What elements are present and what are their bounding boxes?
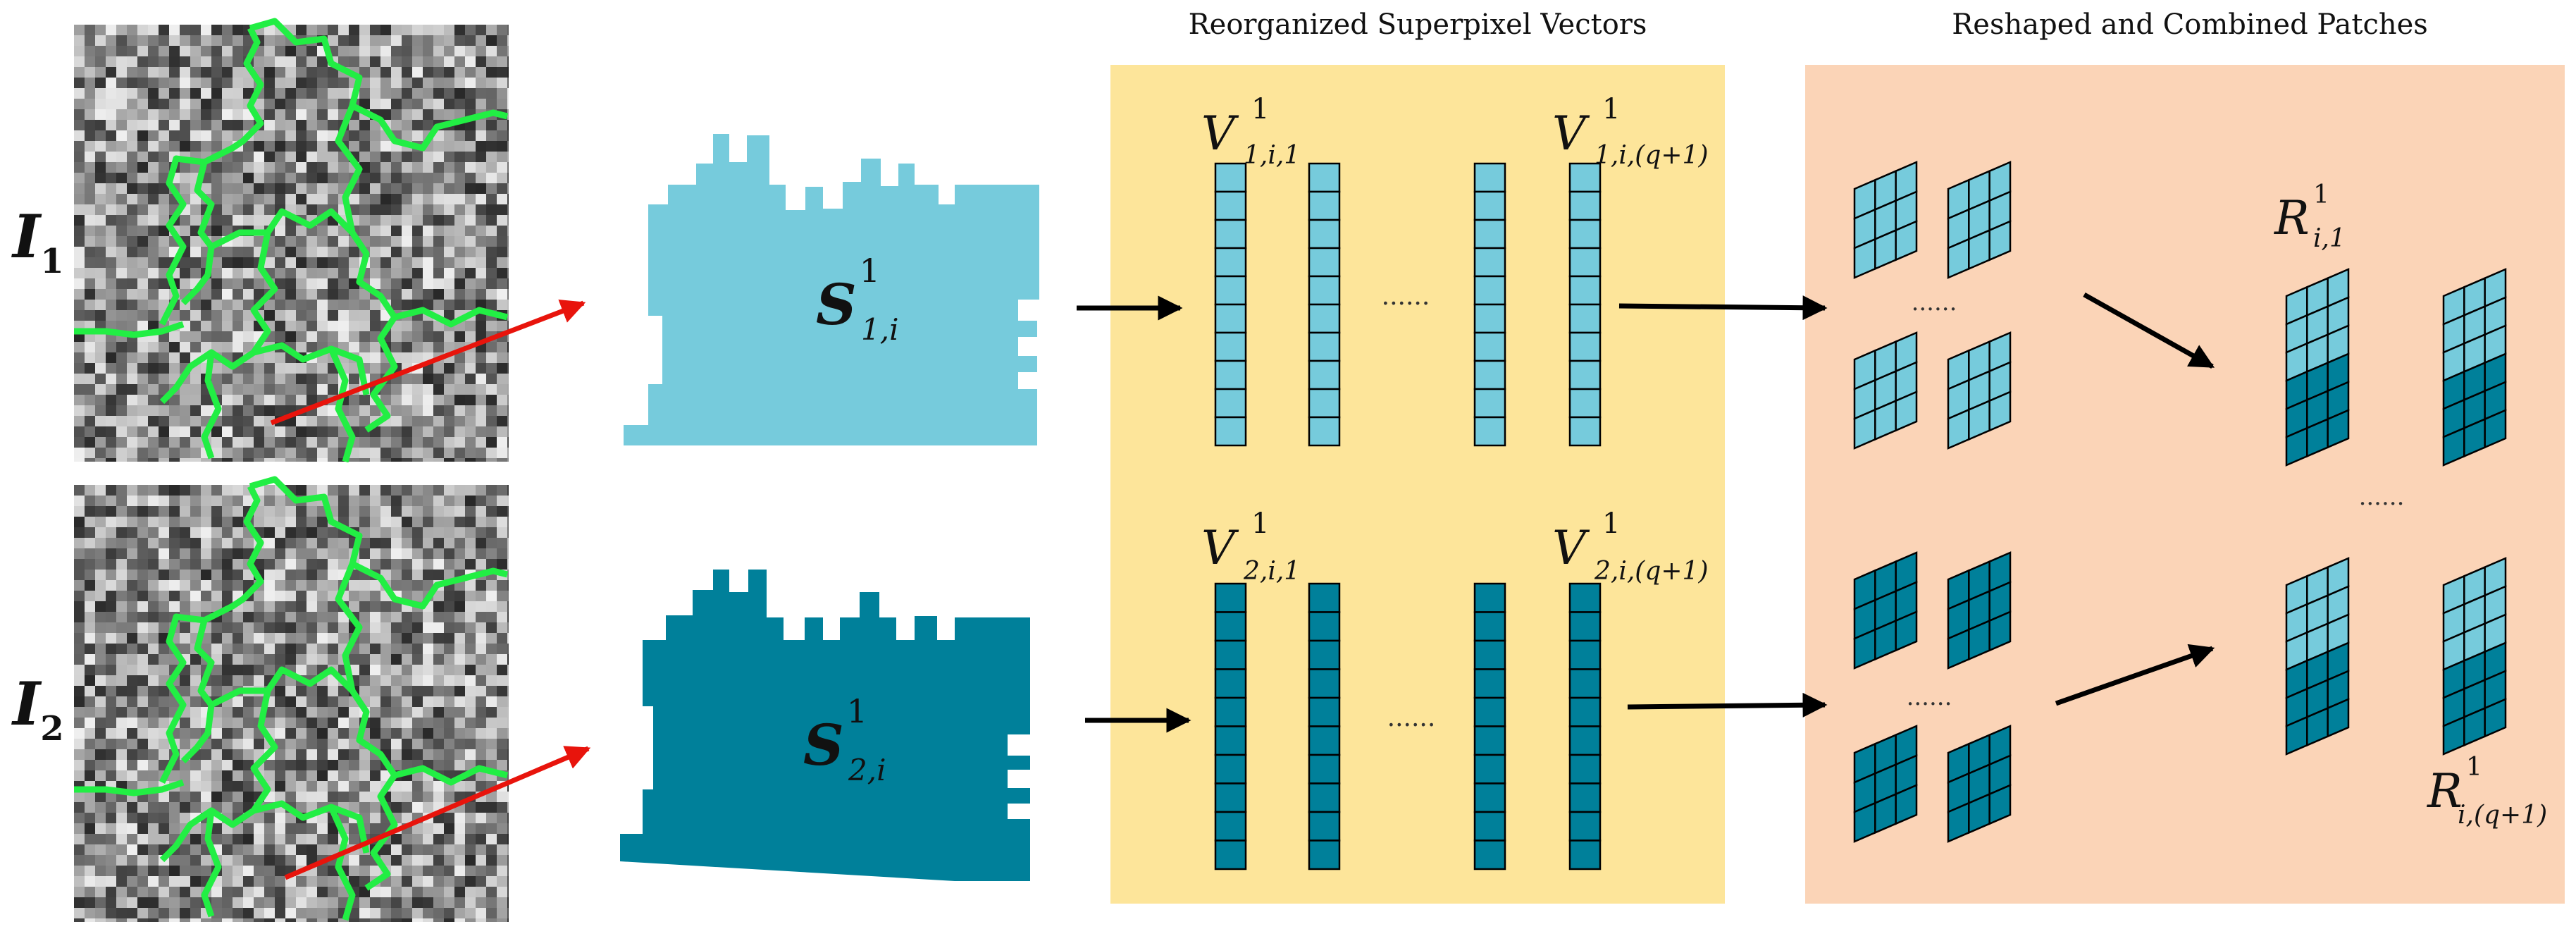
patch-top-3 (1853, 331, 1918, 450)
vectors-panel-title: Reorganized Superpixel Vectors (1189, 8, 1647, 41)
reshaped-patches (1853, 161, 2507, 843)
vector-column-top-1 (1214, 162, 1247, 447)
patch-bottom-2 (1947, 551, 2012, 670)
superpixel-shape-1 (624, 134, 1039, 445)
arrow-combine-top (2083, 292, 2215, 369)
patch-top-1 (1853, 161, 1918, 279)
patch-ellipsis-bottom: ...... (1907, 683, 1952, 711)
input-image-2 (74, 485, 509, 922)
patch-bottom-4 (1947, 725, 2012, 843)
superpixel-boundaries-2 (74, 476, 509, 921)
red-arrow-2 (284, 746, 591, 880)
patches-panel-title: Reshaped and Combined Patches (1952, 8, 2428, 41)
superpixel-boundaries-1 (74, 18, 509, 463)
patch-top-2 (1947, 161, 2012, 279)
superpixel-shape-2 (620, 570, 1030, 881)
vector-columns (1214, 162, 1602, 870)
image-label-1: I1 (11, 202, 64, 281)
combined-patch-4 (2442, 557, 2507, 756)
vector-column-bottom-3 (1473, 582, 1506, 870)
image-label-2: I2 (11, 669, 64, 749)
vector-ellipsis-top: ...... (1382, 282, 1430, 311)
combined-ellipsis: ...... (2359, 483, 2405, 511)
vector-column-top-4 (1568, 162, 1602, 447)
patch-bottom-1 (1853, 551, 1918, 670)
vector-column-top-2 (1308, 162, 1341, 447)
combined-patch-3 (2285, 557, 2350, 756)
arrow-to-patches-2 (1627, 692, 1828, 718)
patch-top-4 (1947, 331, 2012, 450)
vector-column-bottom-1 (1214, 582, 1247, 870)
patch-bottom-3 (1853, 725, 1918, 843)
patches-panel (1805, 65, 2565, 904)
arrow-combine-bottom (2055, 644, 2215, 706)
vector-column-bottom-4 (1568, 582, 1602, 870)
vector-ellipsis-bottom: ...... (1387, 703, 1436, 732)
patch-ellipsis-top: ...... (1912, 288, 1957, 316)
input-image-1 (74, 25, 509, 462)
vector-column-bottom-2 (1308, 582, 1341, 870)
vector-column-top-3 (1473, 162, 1506, 447)
combined-patch-1 (2285, 268, 2350, 467)
arrow-to-patches-1 (1618, 295, 1828, 321)
red-arrow-1 (270, 299, 586, 426)
combined-patch-2 (2442, 268, 2507, 467)
vectors-panel (1110, 65, 1725, 904)
